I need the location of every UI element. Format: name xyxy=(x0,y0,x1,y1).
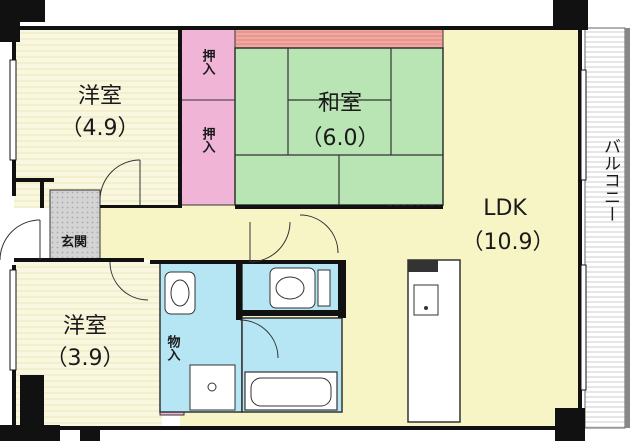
balcony xyxy=(584,27,630,429)
balcony-label: バルコニー xyxy=(600,138,620,223)
ldk-name: LDK xyxy=(483,196,527,221)
japanese-name: 和室 xyxy=(318,91,362,116)
western-bottom-name: 洋室 xyxy=(63,314,107,339)
windows xyxy=(9,59,587,391)
western-top-size: （4.9） xyxy=(61,116,140,141)
entrance-floor xyxy=(49,189,101,261)
closet-lower xyxy=(179,99,236,206)
corridor xyxy=(100,208,245,260)
kitchen-counter xyxy=(407,259,461,423)
japanese-room xyxy=(234,27,444,206)
entrance-label: 玄関 xyxy=(61,234,87,250)
closet-upper-label: 押入 xyxy=(200,48,216,75)
western-room-top xyxy=(14,28,182,208)
japanese-size: （6.0） xyxy=(301,126,380,151)
ldk-size: （10.9） xyxy=(462,230,555,255)
western-top-name: 洋室 xyxy=(78,84,122,109)
columns xyxy=(0,0,588,441)
western-bottom-size: （3.9） xyxy=(46,346,125,371)
doors xyxy=(0,159,440,359)
wet-area xyxy=(159,261,343,413)
closet-lower-label: 押入 xyxy=(200,126,216,153)
storage-label: 物入 xyxy=(165,334,181,361)
